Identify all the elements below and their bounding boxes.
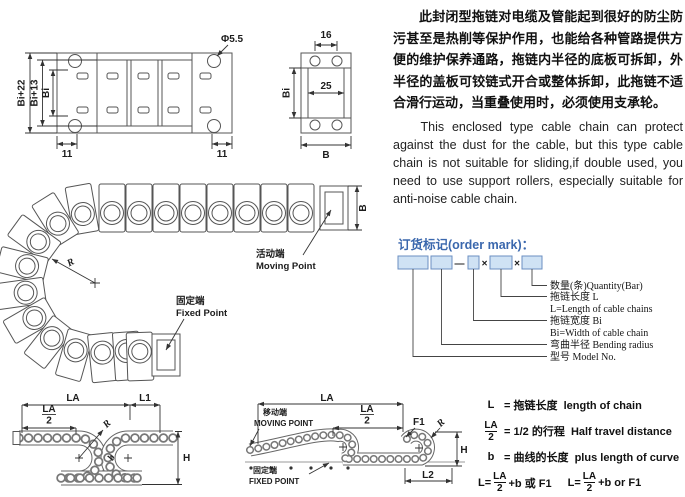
fixed-point-2-cn: 固定端 [253,465,277,475]
dim-la2-num-1: LA [42,404,55,415]
chain-ends [151,185,349,377]
order-mark-boxes: — × × [397,255,543,270]
sv1-chain [12,430,178,486]
dim-la2-num-2: LA [360,404,373,415]
order-mark-section: 订货标记(order mark)： — × × 数量(条)Quantity(Ba… [397,237,653,363]
moving-point-2-en: MOVING POINT [254,419,313,428]
moving-point-2-cn: 移动端 [263,407,287,417]
legend-sym-b: b [487,451,495,463]
side-view-2-drawing: 移动端 MOVING POINT 固定端 FIXED POINT LA LA 2… [245,393,468,486]
dim-f1: F1 [413,417,425,428]
formula-cn-pre: L= [478,476,492,489]
dim-16: 16 [320,30,332,41]
legend-row-l: L = 拖链长度 length of chain [478,397,685,413]
description-cn: 此封闭型拖链对电缆及管能起到很好的防尘防污甚至是热削等保护作用，也能给各种管路提… [393,9,683,110]
moving-end-block [319,185,349,231]
sv2-dimensions: LA LA 2 F1 R H L2 [257,393,468,484]
order-mark-title: 订货标记(order mark)： [398,237,534,252]
top-view-slots [76,72,212,114]
legend-text-b: = 曲线的长度 plus length of curve [504,452,680,464]
end-view-body [300,52,352,134]
order-box-length [489,255,513,270]
legend-la2-num: LA [484,420,498,431]
formula-den-2: 2 [583,482,596,494]
order-box-width [467,255,480,270]
sv2-labels: 移动端 MOVING POINT 固定端 FIXED POINT [249,407,330,486]
order-times-2: × [514,259,520,270]
end-view-drawing: 16 Bi 25 B [282,30,352,161]
moving-point-label-en: Moving Point [256,261,316,272]
formula-num-2: LA [582,471,597,482]
moving-point-label-cn: 活动端 [256,248,285,260]
order-label-length-cn: 拖链长度 L [550,290,599,303]
legend-sym-l: L [487,399,495,411]
end-view-dimensions: 16 Bi 25 B [282,30,352,161]
order-box-quantity [521,255,543,270]
order-dash: — [455,259,465,270]
fixed-point-2-en: FIXED POINT [249,477,299,486]
dim-radius: R [64,256,76,269]
dim-b-end: B [322,150,329,161]
chain-annotations: B R 活动端 Moving Point 固定端 Fixed Point [51,185,369,351]
sv2-chain [246,428,435,466]
order-label-width-en: Bi=Width of cable chain [550,328,648,339]
fixed-point-label-en: Fixed Point [176,308,228,319]
dim-h-sv1: H [183,453,190,464]
legend-row-b: b = 曲线的长度 plus length of curve [478,449,685,465]
dim-11-left: 11 [62,149,73,160]
order-label-width-cn: 拖链宽度 Bi [550,314,602,327]
dim-11-right: 11 [217,149,228,160]
dim-bi13: Bi+13 [30,79,41,106]
order-box-radius [430,255,453,270]
legend-la2-den: 2 [485,431,497,443]
order-label-radius: 弯曲半径 Bending radius [550,338,653,351]
order-label-model: 型号 Model No. [550,350,616,363]
dim-l1: L1 [139,393,151,404]
legend-text-l: = 拖链长度 length of chain [504,400,642,412]
dim-b-chain: B [358,204,369,211]
dim-r-sv1: R [100,418,113,431]
dim-bi: Bi [41,88,52,98]
top-view-dimensions: Φ5.5 Bi+22 Bi+13 Bi 11 11 [17,34,244,160]
description-block: 此封闭型拖链对电缆及管能起到很好的防尘防污甚至是热削等保护作用，也能给各种管路提… [393,6,683,208]
order-mark-labels: 数量(条)Quantity(Bar) 拖链长度 L L=Length of ca… [550,279,653,363]
legend-text-la2: = 1/2 的行程 Half travel distance [504,426,672,438]
dim-la-1: LA [66,393,79,404]
formula-den-1: 2 [494,482,506,494]
dim-b-curve: b [106,453,118,463]
order-label-length-en: L=Length of cable chains [550,304,653,315]
chain-curve-drawing: B R 活动端 Moving Point 固定端 Fixed Point [0,182,369,384]
formula-en-pre: L= [567,476,581,489]
top-view-body [56,52,233,134]
dim-r-sv2: R [434,417,447,430]
side-view-1-drawing: LA L1 LA 2 R b H [12,393,190,486]
formula-cn-post: +b 或 F1 [508,477,552,490]
formula-num-1: LA [493,471,507,482]
order-box-model [397,255,429,270]
dim-h-sv2: H [460,445,467,456]
order-times-1: × [482,259,488,270]
dim-la-2: LA [320,393,333,404]
order-mark-connectors [412,269,547,357]
dim-l2: L2 [422,470,434,481]
dim-hole-diameter: Φ5.5 [221,34,244,45]
order-label-quantity: 数量(条)Quantity(Bar) [550,279,643,292]
dim-25: 25 [320,81,332,92]
description-en: This enclosed type cable chain can prote… [393,119,683,206]
formula-en-post: +b or F1 [598,476,642,489]
fixed-point-label-cn: 固定端 [176,295,205,307]
dim-la2-den-2: 2 [364,416,370,427]
dim-bi22: Bi+22 [17,79,28,106]
dim-la2-den-1: 2 [46,416,52,427]
dim-bi-end: Bi [282,88,293,98]
top-view-drawing: Φ5.5 Bi+22 Bi+13 Bi 11 11 [17,34,244,160]
